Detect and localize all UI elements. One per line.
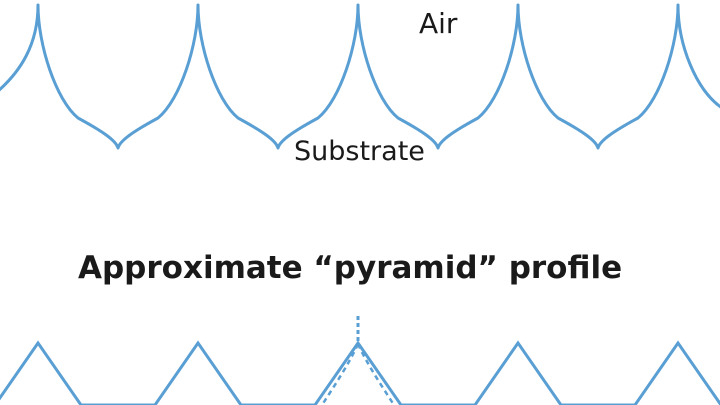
air-label: Air xyxy=(419,7,458,40)
pyramid-curve-right-dashed xyxy=(356,343,396,405)
substrate-label: Substrate xyxy=(294,136,425,167)
pyramid-profile-line xyxy=(0,340,720,405)
section-title: Approximate “pyramid” profile xyxy=(78,250,623,286)
moth-eye-profile-curve xyxy=(0,3,720,150)
pyramid-curve-left-dashed xyxy=(320,343,360,405)
